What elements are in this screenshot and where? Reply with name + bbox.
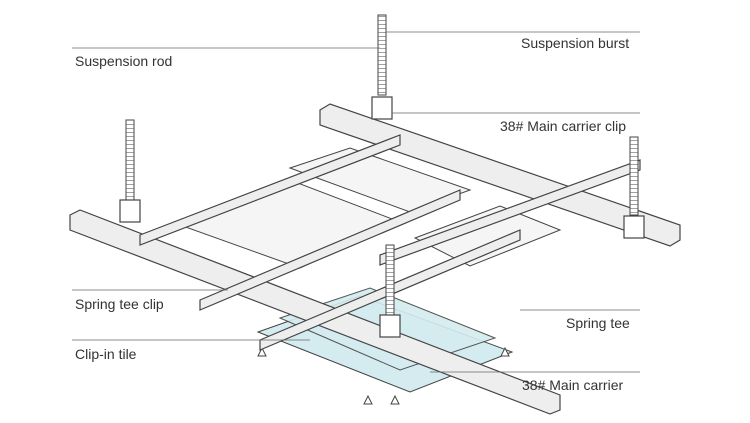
main-carriers xyxy=(69,103,681,415)
panel-right xyxy=(413,205,562,267)
carrier-clips xyxy=(119,96,645,338)
label-suspension-rod: Suspension rod xyxy=(75,53,173,69)
spring-tee-4 xyxy=(379,159,641,266)
main-carrier-top xyxy=(319,103,681,247)
rod-right xyxy=(629,136,639,216)
tile-up-arrow-bottom-2 xyxy=(390,394,400,405)
spring-tee-1 xyxy=(139,134,401,246)
rod-center-front xyxy=(385,244,395,316)
label-clip-in-tile: Clip-in tile xyxy=(75,346,137,362)
leader-lines xyxy=(72,31,640,373)
tile-up-arrow-bottom-1 xyxy=(363,394,373,405)
main-carrier-bottom xyxy=(69,209,561,415)
label-suspension-burst: Suspension burst xyxy=(521,35,630,51)
label-spring-tee: Spring tee xyxy=(566,315,630,331)
rod-left xyxy=(125,119,135,201)
clip-right xyxy=(623,215,645,239)
clip-top-center xyxy=(371,96,393,120)
spring-tee-2 xyxy=(199,189,461,311)
rod-top-center xyxy=(377,14,387,96)
label-spring-tee-clip: Spring tee clip xyxy=(75,296,164,312)
label-main-carrier: 38# Main carrier xyxy=(522,377,624,393)
clip-left xyxy=(119,199,141,223)
tile-up-arrow-right xyxy=(500,346,510,357)
label-main-carrier-clip: 38# Main carrier clip xyxy=(500,118,627,134)
tile-up-arrow-left xyxy=(257,346,267,357)
clip-center-front xyxy=(379,314,401,338)
